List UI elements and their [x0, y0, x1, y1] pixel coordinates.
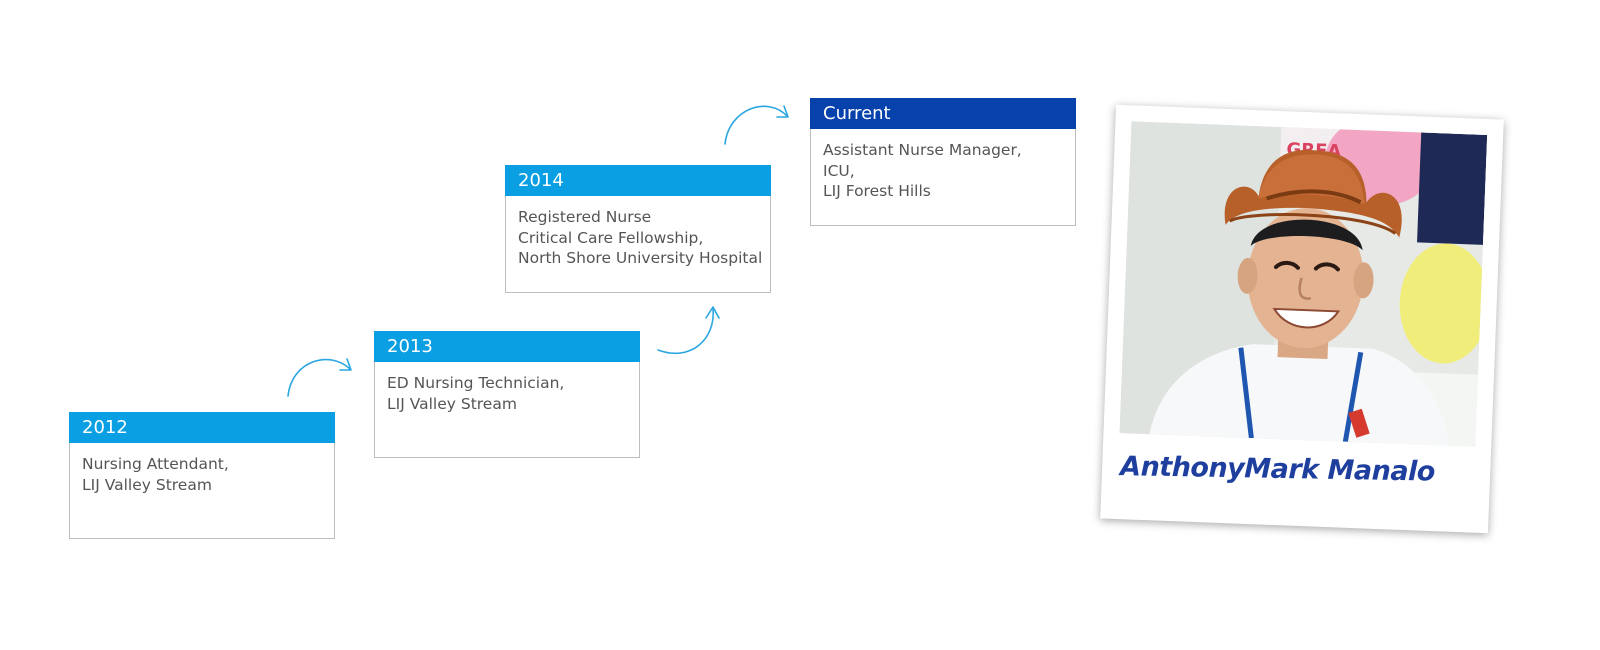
- step-year-2014: 2014: [505, 165, 771, 196]
- timeline-step-2012: 2012 Nursing Attendant, LIJ Valley Strea…: [69, 412, 335, 539]
- portrait-photo: GREA: [1119, 121, 1488, 447]
- timeline-step-2013: 2013 ED Nursing Technician, LIJ Valley S…: [374, 331, 640, 458]
- step-line: LIJ Valley Stream: [82, 475, 212, 494]
- step-description-2013: ED Nursing Technician, LIJ Valley Stream: [375, 362, 639, 414]
- step-description-2014: Registered Nurse Critical Care Fellowshi…: [506, 196, 770, 269]
- step-line: ICU,: [823, 161, 855, 180]
- arrow-head-2014-to-current: [776, 105, 789, 118]
- step-line: Nursing Attendant,: [82, 455, 229, 473]
- photo-caption: AnthonyMark Manalo: [1119, 451, 1436, 488]
- arrow-2012-to-2013: [287, 358, 351, 397]
- arrow-head-2012-to-2013: [339, 358, 352, 371]
- step-line: Assistant Nurse Manager,: [823, 141, 1022, 159]
- step-line: Registered Nurse: [518, 208, 652, 226]
- timeline-step-2014: 2014 Registered Nurse Critical Care Fell…: [505, 165, 771, 293]
- portrait-illustration: GREA: [1119, 121, 1488, 447]
- step-description-current: Assistant Nurse Manager, ICU, LIJ Forest…: [811, 129, 1075, 202]
- step-year-2013: 2013: [374, 331, 640, 362]
- step-line: Critical Care Fellowship,: [518, 228, 704, 247]
- step-line: North Shore University Hospital: [518, 249, 763, 268]
- arrow-head-2013-to-2014: [705, 306, 720, 319]
- step-description-2012: Nursing Attendant, LIJ Valley Stream: [70, 443, 334, 495]
- arrow-2014-to-current: [724, 105, 788, 145]
- step-line: ED Nursing Technician,: [387, 374, 565, 392]
- polaroid-photo: GREA: [1100, 104, 1504, 534]
- step-line: LIJ Forest Hills: [823, 182, 931, 201]
- step-year-2012: 2012: [69, 412, 335, 443]
- step-line: LIJ Valley Stream: [387, 394, 517, 413]
- step-year-current: Current: [810, 98, 1076, 129]
- timeline-step-current: Current Assistant Nurse Manager, ICU, LI…: [810, 98, 1076, 226]
- arrow-2013-to-2014: [657, 307, 714, 355]
